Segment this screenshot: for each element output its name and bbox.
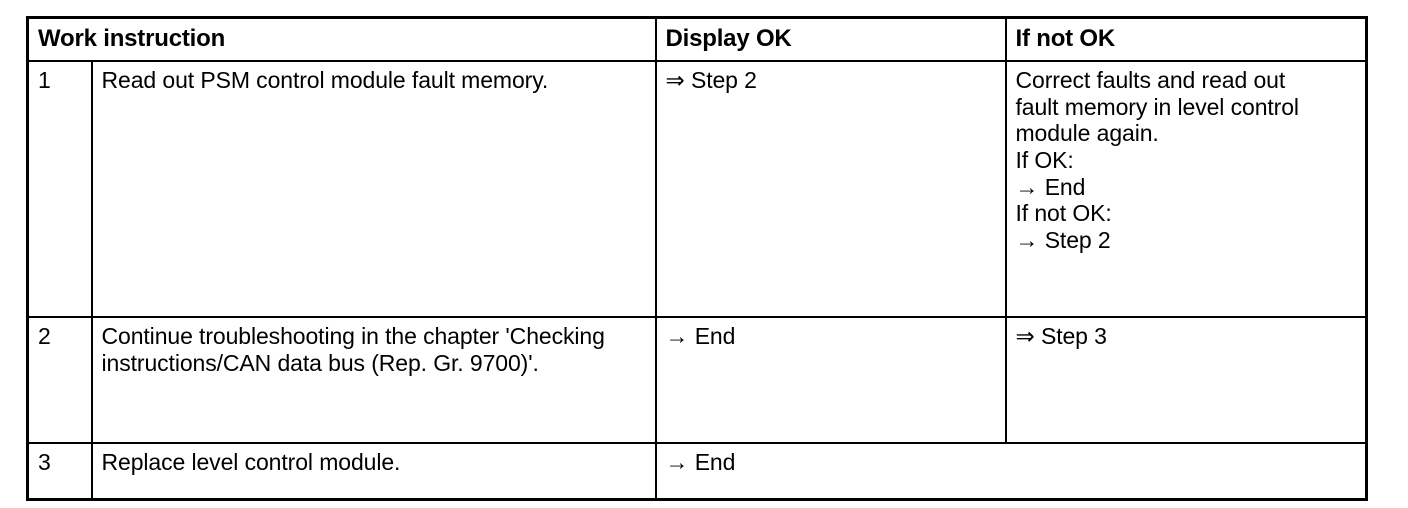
if-not-ok-line: → End	[1015, 173, 1086, 200]
step-display-ok: ⇒ Step 2	[654, 59, 1007, 318]
if-not-ok-line: Correct faults and read out	[1015, 66, 1286, 93]
column-header-work-instruction: Work instruction	[26, 16, 657, 62]
table-header-row: Work instruction Display OK If not OK	[26, 16, 1368, 62]
if-not-ok-line: → Step 2	[1015, 226, 1111, 253]
step-number: 2	[26, 315, 93, 444]
if-not-ok-line: If OK:	[1015, 146, 1074, 173]
step-number: 1	[26, 59, 93, 318]
step-instruction: Read out PSM control module fault memory…	[90, 59, 657, 318]
step-instruction: Continue troubleshooting in the chapter …	[90, 315, 657, 444]
step-number: 3	[26, 441, 93, 501]
step-display-ok: → End	[654, 315, 1007, 444]
column-header-if-not-ok: If not OK	[1004, 16, 1368, 62]
table-row: 2 Continue troubleshooting in the chapte…	[26, 315, 1368, 444]
column-header-display-ok: Display OK	[654, 16, 1007, 62]
step-if-not-ok: Correct faults and read out fault memory…	[1004, 59, 1368, 318]
if-not-ok-line: module again.	[1015, 120, 1159, 147]
step-if-not-ok: ⇒ Step 3	[1004, 315, 1368, 444]
if-not-ok-line: fault memory in level control	[1015, 93, 1300, 120]
step-instruction: Replace level control module.	[90, 441, 657, 501]
table-row: 1 Read out PSM control module fault memo…	[26, 59, 1368, 318]
table-row: 3 Replace level control module. → End	[26, 441, 1368, 501]
work-instruction-table: Work instruction Display OK If not OK 1 …	[26, 16, 1368, 501]
step-display-ok: → End	[654, 441, 1368, 501]
if-not-ok-line: If not OK:	[1015, 200, 1112, 227]
